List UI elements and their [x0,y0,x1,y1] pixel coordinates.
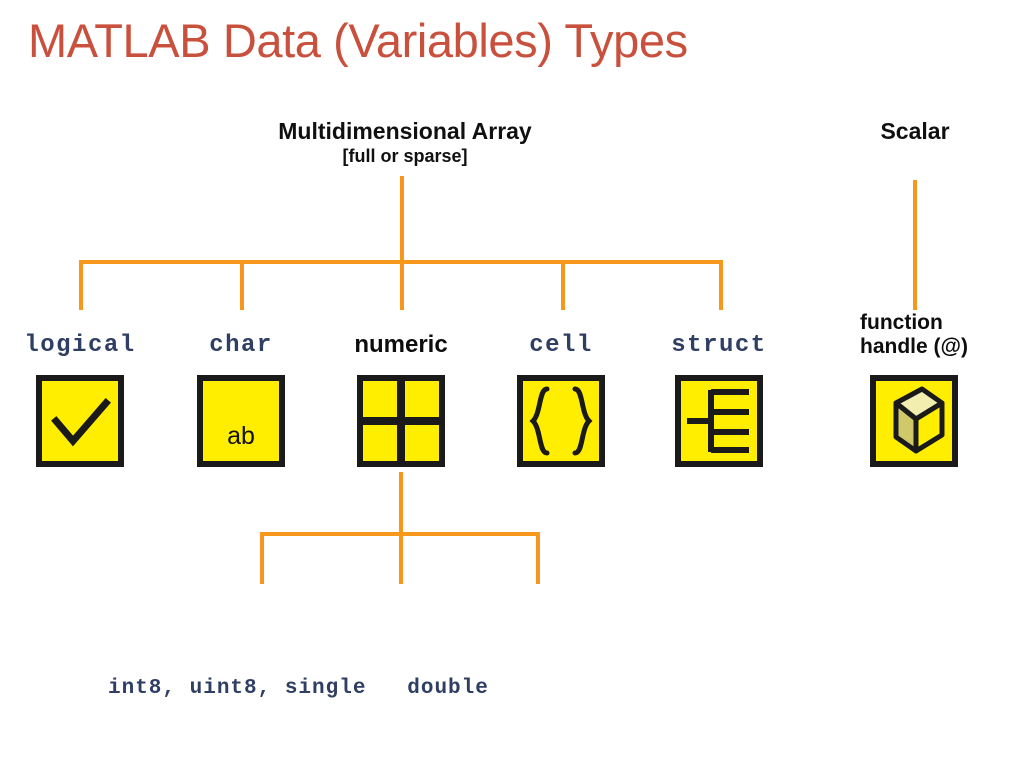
connector-drop-numeric [400,260,404,310]
type-column-cell[interactable]: cell [481,309,641,467]
connector-drop-integer-types [260,532,264,584]
type-label-cell: cell [529,332,593,359]
type-column-logical[interactable]: logical [0,309,160,467]
icon-box-cell[interactable] [517,375,605,467]
matlab-data-types-diagram: Multidimensional Array [full or sparse] … [0,104,1020,769]
connector-drop-cell [561,260,565,310]
page-title: MATLAB Data (Variables) Types [28,14,688,67]
type-label-char-wrap: char [161,309,321,361]
type-label-function-handle-wrap: function handle (@) [834,309,994,361]
type-column-numeric[interactable]: numeric [321,309,481,467]
connector-drop-single [399,532,403,584]
connector-drop-logical [79,260,83,310]
root-multidimensional-array: Multidimensional Array [full or sparse] [225,118,585,167]
connector-drop-struct [719,260,723,310]
root-md-line1: Multidimensional Array [278,118,532,144]
connector-root-stem [400,176,404,262]
type-label-numeric-wrap: numeric [321,309,481,361]
cube-icon [876,381,952,461]
root-scalar: Scalar [830,118,1000,145]
type-label-logical: logical [24,332,136,359]
root-scalar-line1: Scalar [880,118,950,144]
type-column-struct[interactable]: struct [639,309,799,467]
curly-braces-icon [523,381,599,461]
subtype-row: int8, uint8, single double [108,677,489,700]
icon-box-logical[interactable] [36,375,124,467]
icon-box-numeric[interactable] [357,375,445,467]
connector-drop-scalar [913,180,917,310]
connector-numeric-stem [399,472,403,534]
type-label-struct-wrap: struct [639,309,799,361]
type-column-char[interactable]: char ab [161,309,321,467]
tree-branch-icon [681,381,757,461]
numeric-subtypes-list: int8, uint8, single double int16, uint16… [108,589,489,769]
icon-box-struct[interactable] [675,375,763,467]
type-label-numeric: numeric [354,331,448,358]
type-label-logical-wrap: logical [0,309,160,361]
checkmark-icon [42,381,118,461]
type-label-function-handle: function handle (@) [860,311,968,358]
type-label-cell-wrap: cell [481,309,641,361]
connector-drop-char [240,260,244,310]
root-md-line2: [full or sparse] [342,146,468,166]
type-label-struct: struct [671,332,767,359]
ab-text-icon: ab [227,422,255,450]
type-label-char: char [209,332,273,359]
icon-box-function-handle[interactable] [870,375,958,467]
connector-drop-double [536,532,540,584]
grid-2x2-icon [363,381,439,461]
type-column-function-handle[interactable]: function handle (@) [834,309,994,467]
icon-box-char[interactable]: ab [197,375,285,467]
